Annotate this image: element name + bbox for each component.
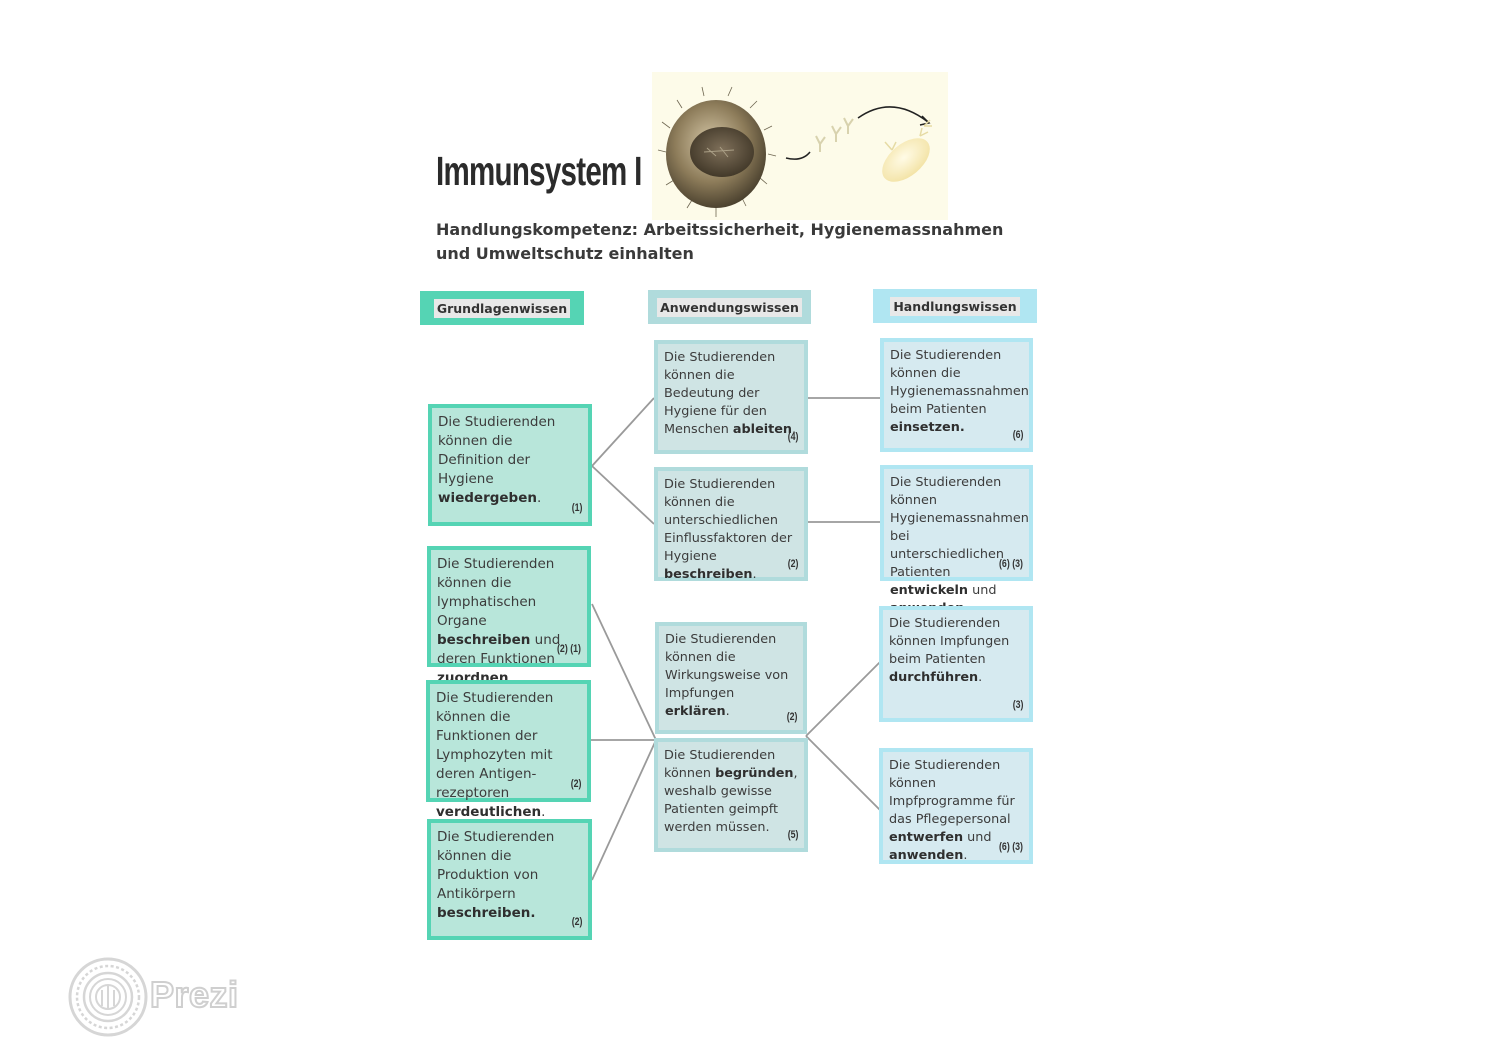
reference-number: (6) (3) xyxy=(999,558,1023,570)
reference-number: (1) xyxy=(571,502,582,514)
competency-box-h1: Die Studierenden können die Hygienemassn… xyxy=(880,338,1033,452)
arrow-left xyxy=(785,151,811,160)
column-header-label: Handlungswissen xyxy=(890,296,1020,316)
reference-number: (2) xyxy=(787,558,798,570)
reference-number: (2) (1) xyxy=(557,643,581,655)
antibodies xyxy=(815,117,854,152)
competency-box-h2: Die Studierenden können Hygienemassnahme… xyxy=(880,465,1033,616)
column-header-handlungswissen: Handlungswissen xyxy=(873,289,1037,323)
bacterium xyxy=(882,138,930,182)
reference-number: (6) (3) xyxy=(999,841,1023,853)
reference-number: (4) xyxy=(787,431,798,443)
cell-nucleus xyxy=(690,127,754,177)
competency-box-g2: Die Studierenden können die lymphatische… xyxy=(427,546,591,686)
prezi-logo-icon xyxy=(68,957,148,1037)
competency-box-g4: Die Studierenden können die Produktion v… xyxy=(427,819,592,940)
reference-number: (2) xyxy=(786,711,797,723)
competency-box-h4: Die Studierenden können Impfprogramme fü… xyxy=(879,748,1033,864)
reference-number: (5) xyxy=(787,829,798,841)
reference-number: (3) xyxy=(1012,699,1023,711)
competency-box-a2: Die Studierenden können die unterschiedl… xyxy=(654,467,808,582)
competency-box-h3: Die Studierenden können Impfungen beim P… xyxy=(879,606,1033,722)
reference-number: (2) xyxy=(571,916,582,928)
column-header-grundlagenwissen: Grundlagenwissen xyxy=(420,291,584,325)
arrow-right xyxy=(857,106,929,123)
column-header-anwendungswissen: Anwendungswissen xyxy=(648,290,811,324)
competency-box-a3: Die Studierenden können die Wirkungsweis… xyxy=(655,622,807,734)
reference-number: (2) xyxy=(570,778,581,790)
competency-box-a4: Die Studierenden können begründen, wesha… xyxy=(654,738,808,852)
competency-box-a1: Die Studierenden können die Bedeutung de… xyxy=(654,340,808,454)
cell-antibody-graphic xyxy=(657,86,932,217)
page-title: Immunsystem I xyxy=(436,148,642,194)
competency-box-g1: Die Studierenden können die Definition d… xyxy=(428,404,592,526)
column-header-label: Anwendungswissen xyxy=(657,297,802,317)
competency-box-g3: Die Studierenden können die Funktionen d… xyxy=(426,680,591,820)
column-header-label: Grundlagenwissen xyxy=(433,298,571,318)
reference-number: (6) xyxy=(1012,429,1023,441)
prezi-logo-text: Prezi xyxy=(149,973,239,1016)
immune-cell-illustration xyxy=(652,72,948,220)
cell-hairs xyxy=(657,86,777,217)
prezi-logo: Prezi xyxy=(68,956,243,1038)
page-subtitle: Handlungskompetenz: Arbeitssicherheit, H… xyxy=(436,220,1004,263)
